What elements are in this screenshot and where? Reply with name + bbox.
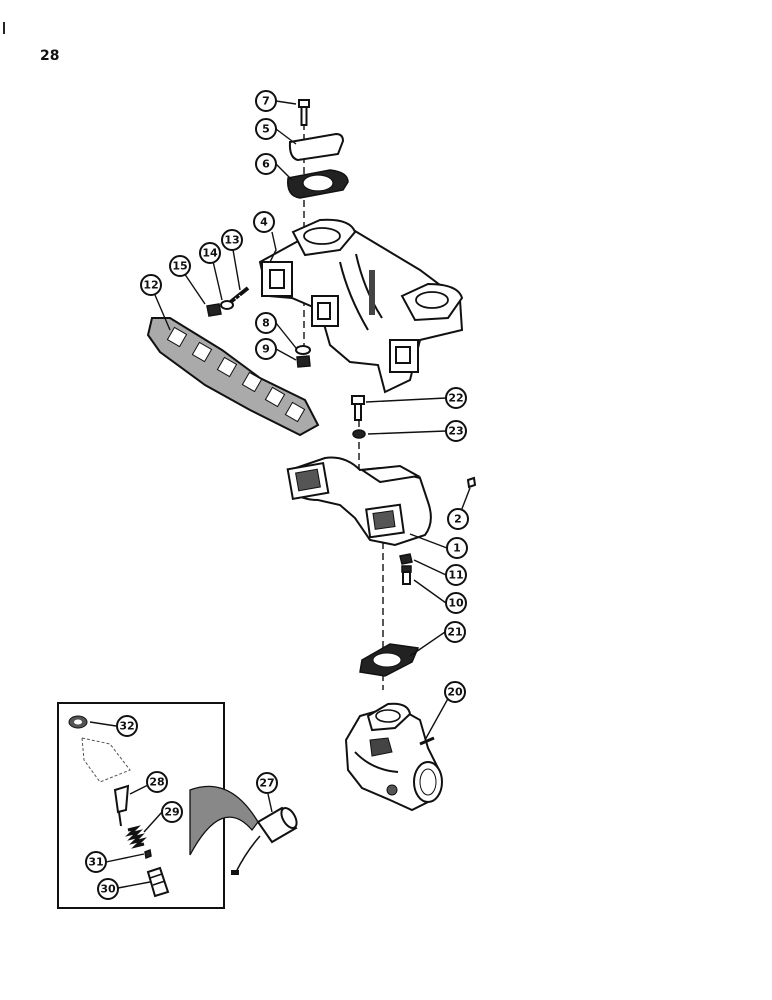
svg-text:12: 12 bbox=[143, 279, 158, 292]
svg-text:15: 15 bbox=[172, 260, 187, 273]
svg-text:1: 1 bbox=[453, 542, 461, 555]
svg-text:29: 29 bbox=[164, 806, 179, 819]
callout-28: 28 bbox=[146, 771, 168, 793]
callout-22: 22 bbox=[445, 387, 467, 409]
callout-10: 10 bbox=[445, 592, 467, 614]
lower-washer bbox=[295, 345, 311, 355]
callout-13: 13 bbox=[221, 229, 243, 251]
callout-6: 6 bbox=[255, 153, 277, 175]
callout-11: 11 bbox=[445, 564, 467, 586]
page-number: 28 bbox=[40, 48, 60, 64]
solenoid-plunger bbox=[113, 784, 130, 827]
lock-washer bbox=[352, 429, 366, 439]
svg-text:20: 20 bbox=[447, 686, 463, 699]
svg-text:21: 21 bbox=[447, 626, 462, 639]
callout-8: 8 bbox=[255, 312, 277, 334]
stud-washer bbox=[220, 300, 234, 310]
bolt bbox=[351, 395, 365, 421]
svg-text:9: 9 bbox=[262, 343, 270, 356]
flange-nut bbox=[399, 553, 413, 565]
lower-nut bbox=[296, 355, 311, 368]
svg-text:28: 28 bbox=[149, 776, 164, 789]
callout-27: 27 bbox=[256, 772, 278, 794]
fuel-solenoid bbox=[231, 806, 298, 875]
svg-text:22: 22 bbox=[448, 392, 463, 405]
cap-screw bbox=[298, 99, 310, 126]
callout-4: 4 bbox=[253, 211, 275, 233]
svg-text:6: 6 bbox=[262, 158, 270, 171]
solenoid-spring bbox=[125, 825, 147, 849]
callout-29: 29 bbox=[161, 801, 183, 823]
callout-15: 15 bbox=[169, 255, 191, 277]
callout-1: 1 bbox=[446, 537, 468, 559]
svg-text:30: 30 bbox=[100, 883, 116, 896]
svg-text:32: 32 bbox=[119, 720, 134, 733]
svg-text:7: 7 bbox=[262, 95, 270, 108]
svg-text:13: 13 bbox=[224, 234, 239, 247]
callout-2: 2 bbox=[447, 508, 469, 530]
callout-21: 21 bbox=[444, 621, 466, 643]
callout-31: 31 bbox=[85, 851, 107, 873]
solenoid-housing-outline bbox=[81, 737, 131, 783]
svg-text:4: 4 bbox=[260, 216, 268, 229]
leader-lines bbox=[89, 100, 471, 889]
intake-manifold bbox=[258, 218, 464, 394]
callout-30: 30 bbox=[97, 878, 119, 900]
callout-23: 23 bbox=[445, 420, 467, 442]
svg-text:5: 5 bbox=[262, 123, 270, 136]
flange-stud bbox=[401, 565, 412, 585]
callout-7: 7 bbox=[255, 90, 277, 112]
stray-mark bbox=[3, 22, 5, 34]
svg-text:14: 14 bbox=[202, 247, 218, 260]
callout-20: 20 bbox=[444, 681, 466, 703]
callout-12: 12 bbox=[140, 274, 162, 296]
stud-nut bbox=[206, 303, 222, 317]
cover-gasket bbox=[287, 169, 349, 199]
svg-text:11: 11 bbox=[448, 569, 463, 582]
solenoid-pin bbox=[144, 848, 152, 860]
svg-text:2: 2 bbox=[454, 513, 462, 526]
solenoid-detail-inset bbox=[57, 702, 259, 909]
carburetor-gasket bbox=[359, 643, 420, 677]
callout-32: 32 bbox=[116, 715, 138, 737]
svg-text:31: 31 bbox=[88, 856, 103, 869]
svg-text:27: 27 bbox=[259, 777, 274, 790]
assembly-center-lines bbox=[303, 112, 384, 690]
svg-text:10: 10 bbox=[448, 597, 464, 610]
callout-5: 5 bbox=[255, 118, 277, 140]
pipe-plug bbox=[466, 476, 477, 489]
manifold-gasket bbox=[146, 317, 320, 437]
solenoid-seal bbox=[68, 715, 88, 729]
callout-9: 9 bbox=[255, 338, 277, 360]
exhaust-manifold bbox=[286, 456, 432, 547]
svg-text:8: 8 bbox=[262, 317, 270, 330]
svg-text:23: 23 bbox=[448, 425, 463, 438]
solenoid-sleeve bbox=[146, 866, 170, 898]
carburetor bbox=[344, 702, 443, 812]
callout-14: 14 bbox=[199, 242, 221, 264]
cover-plate bbox=[288, 132, 345, 162]
